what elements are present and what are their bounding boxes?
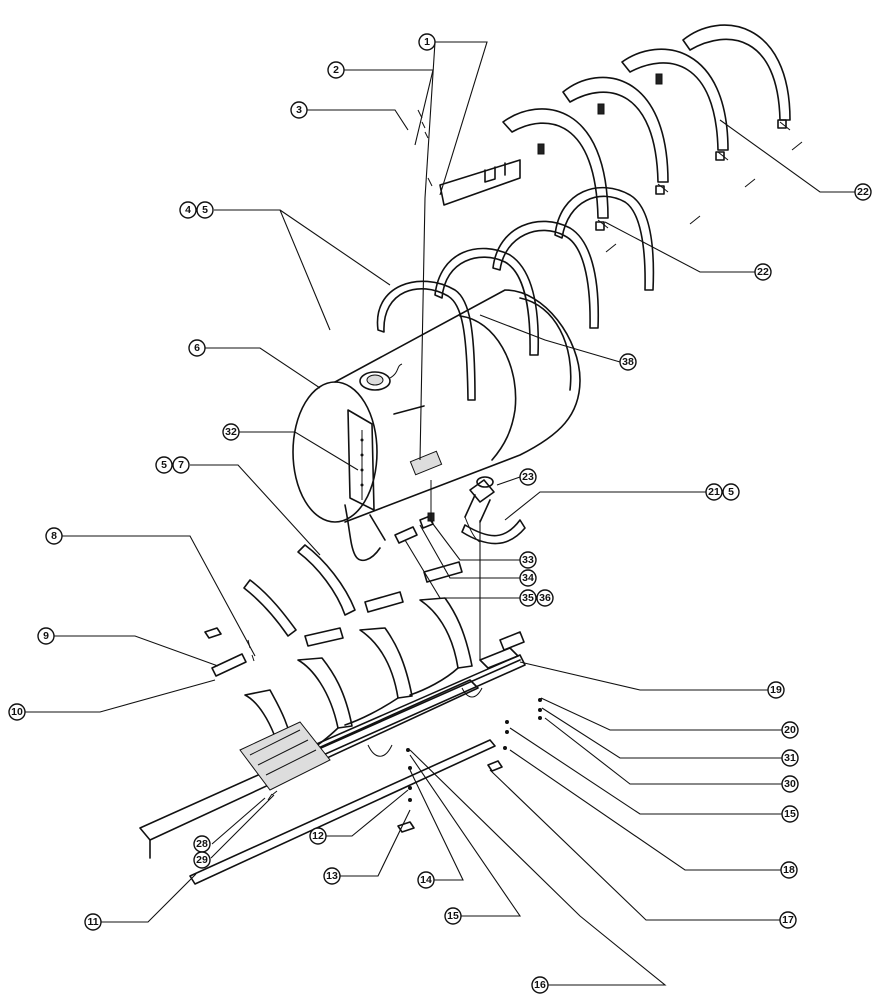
callout-36: 36 [536, 589, 554, 607]
callout-5-mid-text: 5 [161, 459, 167, 471]
callout-3: 3 [290, 101, 308, 119]
callout-35-text: 35 [522, 592, 534, 604]
callout-28: 28 [193, 835, 211, 853]
callout-23-text: 23 [522, 471, 534, 483]
callout-13-text: 13 [326, 870, 338, 882]
upper-bracket [417, 109, 521, 206]
callout-38-text: 38 [622, 356, 634, 368]
callout-10: 10 [8, 703, 26, 721]
callout-29-text: 29 [196, 854, 208, 866]
callout-29: 29 [193, 851, 211, 869]
callout-15-bottom-text: 15 [447, 910, 459, 922]
callout-5-top: 5 [196, 201, 214, 219]
callout-31-text: 31 [784, 752, 796, 764]
callout-30: 30 [781, 775, 799, 793]
callout-10-text: 10 [11, 706, 23, 718]
callout-19-text: 19 [770, 684, 782, 696]
callout-21: 21 [705, 483, 723, 501]
callout-8-text: 8 [51, 530, 57, 542]
callout-7: 7 [172, 456, 190, 474]
upper-strap-set [502, 24, 803, 253]
callout-19: 19 [767, 681, 785, 699]
callout-9: 9 [37, 627, 55, 645]
callout-12: 12 [309, 827, 327, 845]
cradle-frame [139, 597, 542, 885]
callout-22-upper-text: 22 [857, 186, 869, 198]
callout-35: 35 [519, 589, 537, 607]
callout-32-text: 32 [225, 426, 237, 438]
callout-5-right-text: 5 [728, 486, 734, 498]
callout-16-text: 16 [534, 979, 546, 991]
callout-20-text: 20 [784, 724, 796, 736]
leader-lines [19, 41, 855, 986]
callout-22-upper: 22 [854, 183, 872, 201]
callout-28-text: 28 [196, 838, 208, 850]
callout-11-text: 11 [87, 916, 98, 928]
callout-15-bottom: 15 [444, 907, 462, 925]
callout-5-mid: 5 [155, 456, 173, 474]
callout-33-text: 33 [522, 554, 534, 566]
front-strap-set [376, 186, 655, 401]
callout-12-text: 12 [312, 830, 324, 842]
callout-2-text: 2 [333, 64, 339, 76]
callout-1: 1 [418, 33, 436, 51]
callout-15-right-text: 15 [784, 808, 796, 820]
callout-34-text: 34 [522, 572, 534, 584]
callout-11: 11 [84, 913, 102, 931]
callout-1-text: 1 [424, 36, 430, 48]
callout-31: 31 [781, 749, 799, 767]
callout-6-text: 6 [194, 342, 200, 354]
callout-6: 6 [188, 339, 206, 357]
callout-20: 20 [781, 721, 799, 739]
callout-23: 23 [519, 468, 537, 486]
callout-17-text: 17 [782, 914, 794, 926]
callout-18-text: 18 [783, 864, 795, 876]
callout-33: 33 [519, 551, 537, 569]
callout-4-text: 4 [185, 204, 191, 216]
callout-9-text: 9 [43, 630, 49, 642]
callout-22-lower: 22 [754, 263, 772, 281]
callout-18: 18 [780, 861, 798, 879]
callout-14-text: 14 [420, 874, 432, 886]
callout-3-text: 3 [296, 104, 302, 116]
callout-13: 13 [323, 867, 341, 885]
callout-4: 4 [179, 201, 197, 219]
callout-22-lower-text: 22 [757, 266, 769, 278]
callout-36-text: 36 [539, 592, 551, 604]
callout-16: 16 [531, 976, 549, 994]
callout-5-top-text: 5 [202, 204, 208, 216]
callout-21-text: 21 [708, 486, 720, 498]
callout-32: 32 [222, 423, 240, 441]
callout-15-right: 15 [781, 805, 799, 823]
callout-38: 38 [619, 353, 637, 371]
callout-34: 34 [519, 569, 537, 587]
callout-7-text: 7 [178, 459, 184, 471]
callout-30-text: 30 [784, 778, 796, 790]
callout-14: 14 [417, 871, 435, 889]
callout-2: 2 [327, 61, 345, 79]
callout-8: 8 [45, 527, 63, 545]
callouts: 1 2 3 4 5 6 32 5 7 8 9 10 11 12 13 14 15… [8, 33, 872, 994]
callout-5-right: 5 [722, 483, 740, 501]
lower-strap-set [243, 519, 526, 647]
fuel-tank [292, 289, 581, 562]
callout-17: 17 [779, 911, 797, 929]
